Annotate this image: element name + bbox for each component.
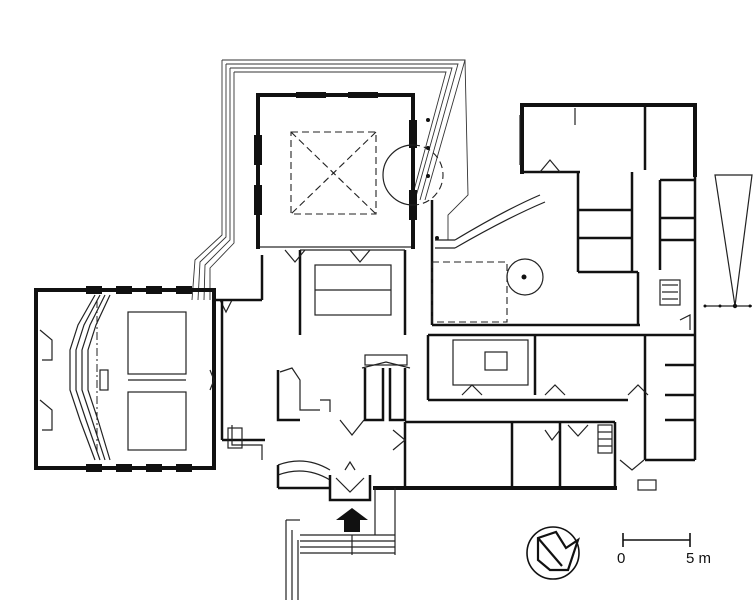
scale-end-label: 5 m xyxy=(686,550,712,567)
scale-bar xyxy=(622,533,691,547)
corridor-walls xyxy=(214,255,411,460)
right-wing-middle xyxy=(426,333,697,462)
courtyard-block xyxy=(430,194,640,327)
upper-hall xyxy=(254,92,444,249)
scale-start-label: 0 xyxy=(617,550,626,567)
compass-icon xyxy=(526,526,581,580)
right-wing-upper xyxy=(519,103,697,335)
central-room xyxy=(284,249,407,335)
north-arrow-icon xyxy=(703,174,753,309)
entrance xyxy=(276,460,396,600)
auditorium xyxy=(34,286,233,472)
lower-offices xyxy=(373,420,657,491)
exterior-ramp xyxy=(191,59,469,301)
entrance-arrow-icon xyxy=(336,508,368,532)
